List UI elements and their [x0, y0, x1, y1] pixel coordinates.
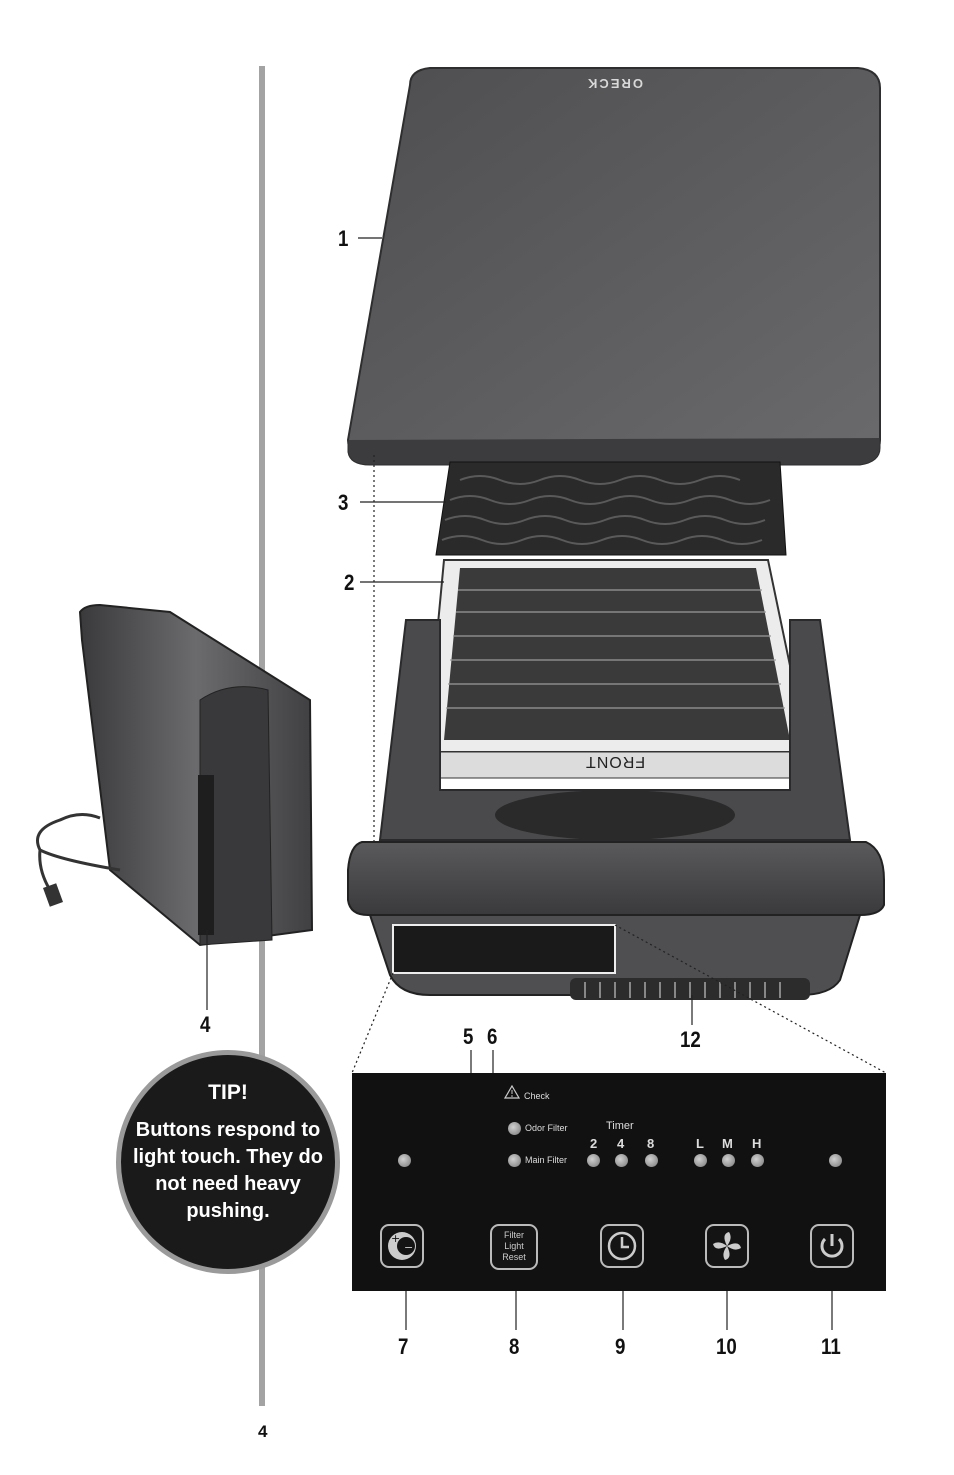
fan-icon [713, 1232, 741, 1260]
speed-h-led [751, 1154, 764, 1167]
timer-2-label: 2 [590, 1136, 598, 1151]
power-led [829, 1154, 842, 1167]
warning-icon [504, 1085, 520, 1099]
timer-4-label: 4 [617, 1136, 625, 1151]
callout-5: 5 [463, 1024, 474, 1049]
control-panel: Check Odor Filter Main Filter Timer 2 4 … [352, 1073, 886, 1291]
power-button[interactable] [810, 1224, 854, 1268]
ionizer-led [398, 1154, 411, 1167]
timer-label: Timer [606, 1120, 634, 1132]
odor-filter-led [508, 1122, 521, 1135]
speed-m-label: M [722, 1136, 733, 1151]
timer-8-led [645, 1154, 658, 1167]
callout-12: 12 [680, 1027, 701, 1052]
timer-8-label: 8 [647, 1136, 655, 1151]
speed-l-led [694, 1154, 707, 1167]
page-number: 4 [258, 1422, 268, 1441]
timer-4-led [615, 1154, 628, 1167]
filter-front-label: FRONT [585, 753, 646, 770]
top-cover [346, 67, 881, 466]
callout-9: 9 [615, 1334, 626, 1359]
svg-text:−: − [404, 1241, 413, 1254]
tip-badge: TIP! Buttons respond to light touch. The… [116, 1050, 340, 1274]
callout-2: 2 [344, 570, 355, 595]
main-filter-label: Main Filter [525, 1155, 568, 1165]
ionizer-icon: + − [388, 1232, 416, 1260]
callout-11: 11 [821, 1334, 841, 1359]
callout-3: 3 [338, 490, 349, 515]
check-label: Check [524, 1091, 550, 1101]
fan-speed-button[interactable] [705, 1224, 749, 1268]
power-icon [820, 1234, 844, 1258]
speed-m-led [722, 1154, 735, 1167]
timer-2-led [587, 1154, 600, 1167]
main-hepa-filter [424, 559, 810, 779]
reset-line-3: Reset [502, 1252, 526, 1262]
reset-line-2: Light [504, 1241, 524, 1251]
speed-h-label: H [752, 1136, 762, 1151]
ionizer-button[interactable]: + − [380, 1224, 424, 1268]
timer-button[interactable] [600, 1224, 644, 1268]
speed-l-label: L [696, 1136, 704, 1151]
callout-1: 1 [338, 226, 349, 251]
odor-filter-label: Odor Filter [525, 1123, 568, 1133]
purifier-base [347, 619, 885, 1000]
tip-title: TIP! [208, 1081, 248, 1104]
filter-light-reset-button[interactable]: Filter Light Reset [490, 1224, 538, 1270]
main-filter-led [508, 1154, 521, 1167]
tip-body: Buttons respond to light touch. They do … [133, 1119, 323, 1222]
odor-filter [435, 461, 787, 556]
cover-logo: ORECK [586, 76, 643, 91]
callout-8: 8 [509, 1334, 520, 1359]
callout-4: 4 [200, 1012, 211, 1037]
callout-10: 10 [716, 1334, 737, 1359]
timer-clock-icon [607, 1231, 637, 1261]
side-view-purifier [36, 603, 314, 947]
reset-line-1: Filter [504, 1230, 524, 1240]
callout-7: 7 [398, 1334, 409, 1359]
svg-text:+: + [391, 1232, 400, 1245]
callout-6: 6 [487, 1024, 498, 1049]
